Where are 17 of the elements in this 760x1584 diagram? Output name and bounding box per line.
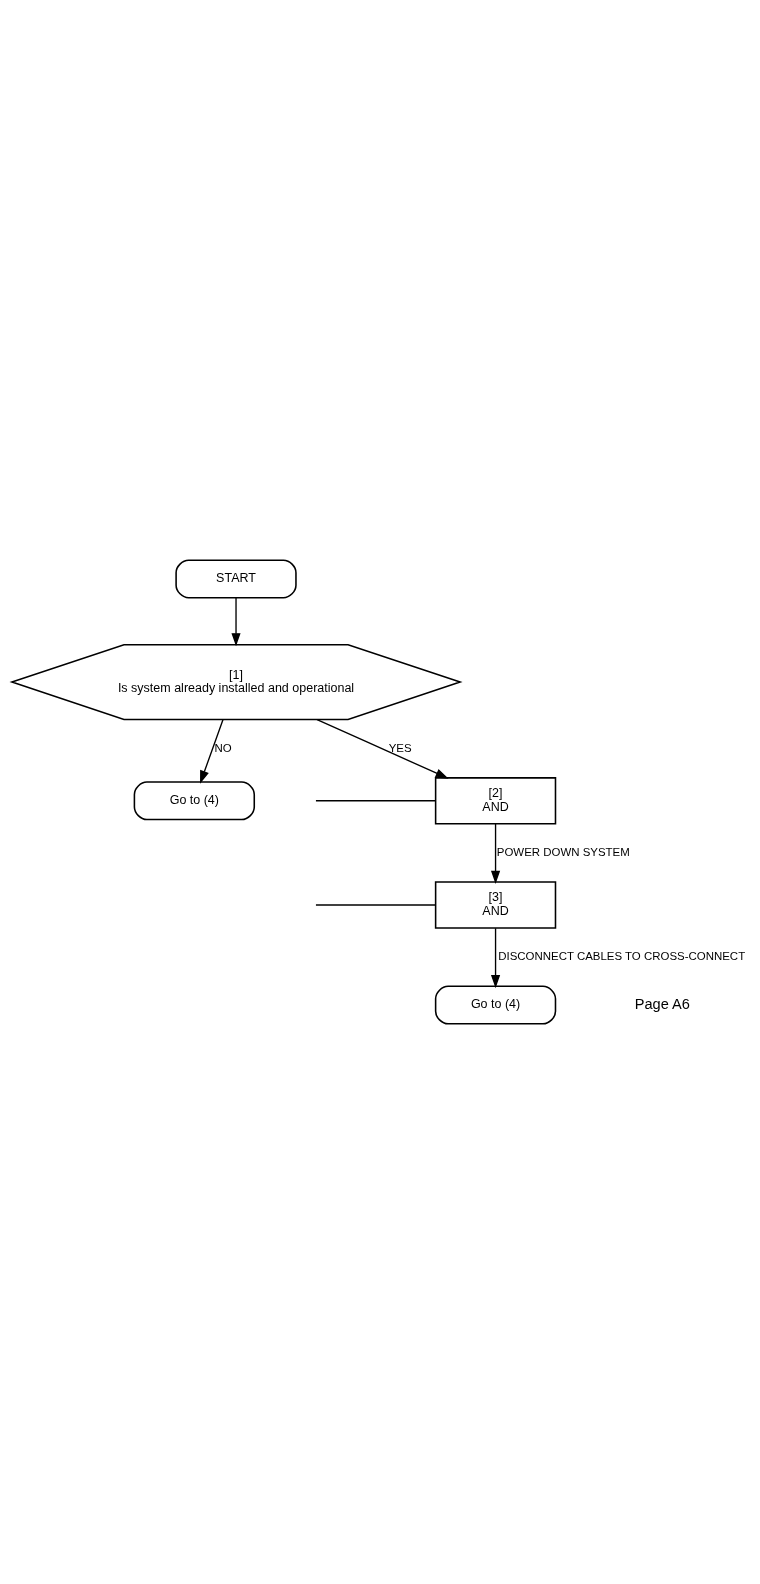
- connector: [315, 800, 437, 802]
- edge-label: NO: [214, 741, 232, 754]
- arrow: [316, 718, 449, 779]
- arrow: [490, 823, 501, 884]
- node-box: Go to (4): [434, 985, 557, 1025]
- edge-label: DISCONNECT CABLES TO CROSS-CONNECT: [498, 950, 746, 963]
- node-box: [3] AND: [434, 881, 557, 929]
- node-box: START: [175, 559, 297, 599]
- arrow: [231, 597, 241, 647]
- edge-label: POWER DOWN SYSTEM: [496, 845, 630, 858]
- label: Page A6: [634, 995, 690, 1012]
- node-box: [2] AND: [434, 777, 557, 825]
- connector: [315, 904, 437, 906]
- arrow: [490, 927, 501, 989]
- node-box: Go to (4): [133, 781, 256, 821]
- arrow: [200, 719, 224, 784]
- edge-label: YES: [388, 741, 412, 754]
